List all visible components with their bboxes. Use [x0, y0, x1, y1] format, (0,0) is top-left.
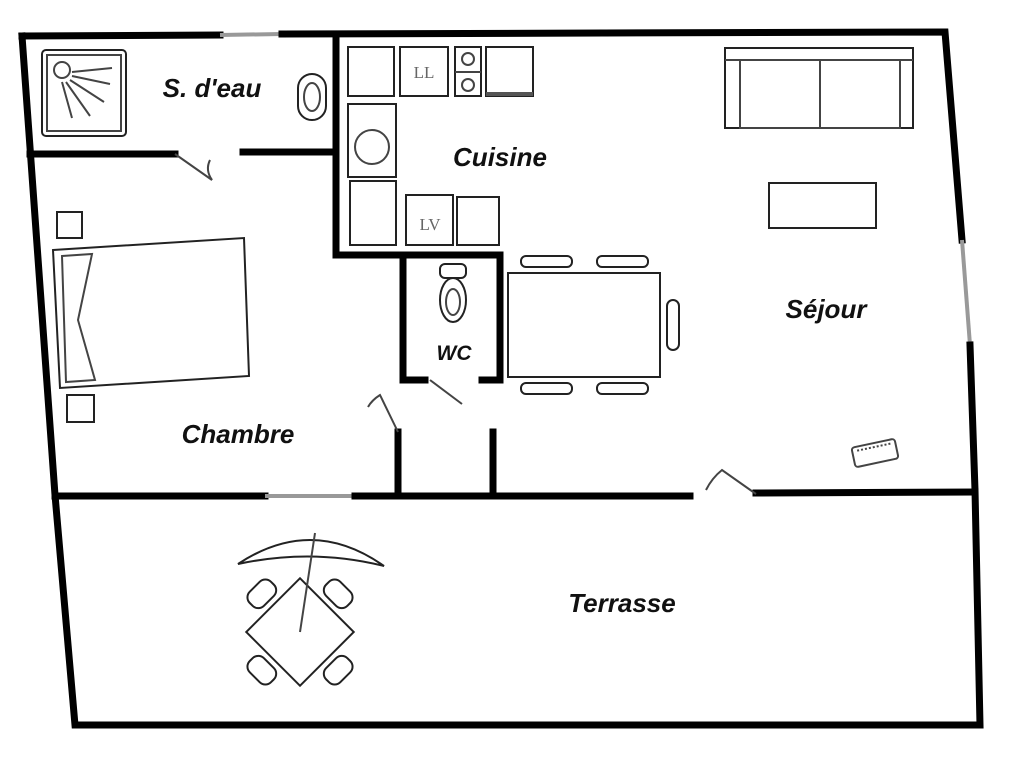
shower-icon	[41, 49, 127, 137]
room-label-terrasse: Terrasse	[568, 588, 675, 618]
room-label-salle-deau: S. d'eau	[163, 73, 262, 103]
room-label-cuisine: Cuisine	[453, 142, 547, 172]
washing-machine-label: LL	[414, 63, 435, 82]
sink-icon	[297, 73, 327, 121]
dishwasher-label: LV	[419, 215, 441, 234]
room-label-sejour: Séjour	[786, 294, 869, 324]
coffee-table	[768, 182, 877, 229]
bed-icon	[51, 211, 251, 423]
room-label-chambre: Chambre	[182, 419, 295, 449]
room-label-wc: WC	[437, 342, 473, 365]
dishwasher	[405, 194, 454, 246]
sofa-icon	[724, 47, 914, 129]
tv-icon	[850, 438, 900, 468]
kitchen-units: LL LV	[347, 46, 534, 246]
washing-machine	[399, 46, 449, 97]
outer-walls	[18, 28, 984, 729]
doors	[174, 153, 757, 495]
dining-table	[507, 255, 680, 395]
parasol-table-icon	[237, 532, 385, 688]
interior-walls	[26, 32, 979, 500]
toilet-icon	[439, 263, 467, 323]
